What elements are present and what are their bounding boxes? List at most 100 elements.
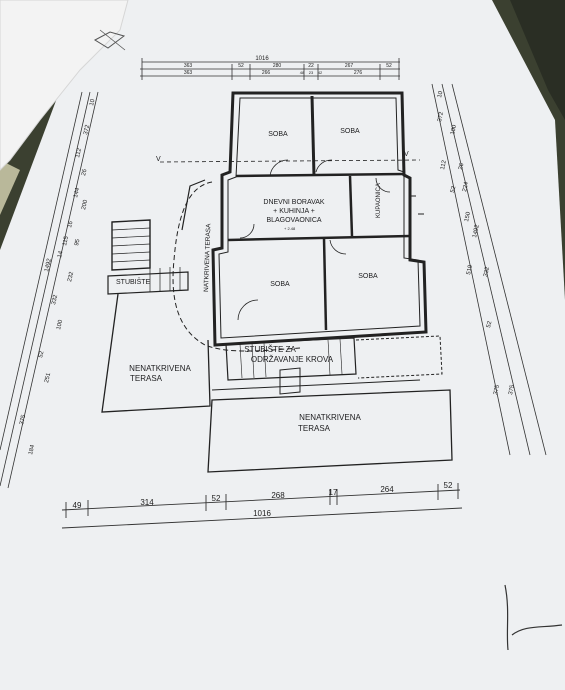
room-label-soba: SOBA (358, 273, 378, 280)
stair-landing (107, 271, 189, 295)
dim-label: 95 (74, 238, 81, 246)
room-label-open-terrace: NENATKRIVENA (129, 364, 191, 373)
curled-paper (0, 0, 129, 171)
dim-label: 100 (56, 319, 64, 331)
dim-label: 52 (212, 494, 221, 503)
wall (348, 175, 354, 237)
top-dim-row2: 363 266 48 23 42 276 (184, 70, 363, 76)
bottom-dim-labels: 49 314 52 268 17 264 52 1016 (73, 481, 453, 518)
dim-label: 52 (38, 350, 45, 358)
inner-walls (218, 97, 421, 339)
room-label-open-terrace: TERASA (298, 424, 331, 433)
dim-label: 251 (44, 372, 52, 384)
dim-label: 48 (300, 70, 305, 75)
dim-label: 52 (450, 185, 457, 193)
dim-label: 372 (83, 124, 91, 136)
dim-label: 144 (73, 187, 81, 199)
dim-label: 26 (81, 168, 88, 176)
pen-mark (504, 584, 563, 651)
dim-label: 363 (184, 70, 193, 76)
room-label-soba: SOBA (340, 128, 360, 135)
dim-label: 375 (508, 384, 516, 396)
covered-terrace-outline (172, 181, 301, 352)
dim-label: 314 (140, 498, 154, 507)
left-dim-labels: 10 372 112 26 144 200 16 115 95 14 1492 … (19, 98, 96, 455)
room-label-soba: SOBA (270, 281, 290, 288)
right-dim-labels: 10 372 100 112 26 52 224 150 1492 519 33… (437, 90, 516, 395)
dim-label: 184 (28, 444, 36, 456)
dim-label: 14 (57, 250, 64, 258)
dim-label: 375 (19, 414, 27, 426)
dark-edge (510, 0, 565, 120)
right-dimension-lines (431, 83, 547, 456)
dim-label: 52 (386, 63, 392, 69)
room-label-covered-terrace: NATKRIVENA TERASA (203, 223, 212, 292)
door-swing (269, 159, 289, 177)
dim-label: 16 (67, 220, 74, 228)
dim-label: 10 (89, 98, 96, 106)
dim-label: 332 (51, 294, 59, 306)
wall (235, 172, 405, 178)
dim-label: 17 (329, 488, 338, 497)
room-label-kitchen: + KUHINJA + (273, 208, 315, 215)
door-swing (375, 177, 391, 193)
dim-label: 280 (273, 63, 282, 69)
dim-label: 332 (483, 266, 491, 278)
top-dim-row1: 363 52 280 22 267 52 (184, 63, 392, 69)
dim-label: 23 (309, 70, 314, 75)
floor-plan (101, 91, 453, 473)
section-marker: V (404, 151, 409, 158)
dim-label: 264 (380, 485, 394, 494)
room-label-soba: SOBA (268, 131, 288, 138)
bottom-dimension-lines (61, 483, 463, 529)
dim-label: 10 (437, 90, 444, 98)
underlying-paper (0, 160, 20, 215)
level-mark: + 2.48 (284, 226, 296, 231)
room-label-bathroom: KUPAONICA (376, 183, 382, 218)
dim-label: 519 (466, 264, 474, 276)
dim-label: 52 (486, 320, 493, 328)
left-dimension-lines (0, 91, 99, 489)
open-terrace-left (101, 293, 211, 413)
dim-label: 100 (450, 124, 458, 136)
room-label-roof-stairs: STUBIŠTE ZA (244, 345, 296, 354)
dim-label: 112 (75, 147, 83, 158)
open-terrace-bottom (207, 389, 453, 473)
dim-label: 26 (458, 162, 465, 170)
wall (227, 234, 411, 242)
dim-label: 375 (493, 384, 501, 396)
door-swing (239, 223, 255, 239)
door-swing (237, 299, 259, 321)
dim-label: 276 (354, 70, 363, 76)
wall (310, 95, 316, 177)
dim-label: 52 (238, 63, 244, 69)
terrace-line (211, 379, 421, 391)
section-marker: V (156, 156, 161, 163)
dim-label: 267 (345, 63, 354, 69)
top-dimension-lines (140, 58, 400, 80)
room-label-stairs: STUBIŠTE (116, 277, 151, 286)
wall (322, 237, 328, 331)
roof-edge-dashed (355, 335, 443, 379)
room-label-open-terrace: NENATKRIVENA (299, 413, 361, 422)
dim-label: 150 (464, 211, 472, 223)
dim-label: 232 (67, 271, 75, 283)
stair-detail (279, 367, 301, 395)
dim-label: 42 (318, 70, 323, 75)
dim-label: 268 (271, 491, 285, 500)
dim-label: 49 (73, 501, 82, 510)
dim-label: 22 (308, 63, 314, 69)
terrace-edge (181, 179, 206, 231)
dim-label: 1492 (44, 257, 53, 272)
top-total-dim: 1016 (255, 56, 269, 62)
dim-label: 115 (62, 235, 70, 246)
dim-label: 266 (262, 70, 271, 76)
dim-label: 200 (81, 199, 89, 211)
dim-label: 1492 (472, 223, 481, 238)
room-label-dining: BLAGOVAONICA (266, 217, 321, 224)
compass-icon (93, 31, 126, 49)
section-line (159, 159, 421, 163)
room-label-open-terrace: TERASA (130, 374, 163, 383)
